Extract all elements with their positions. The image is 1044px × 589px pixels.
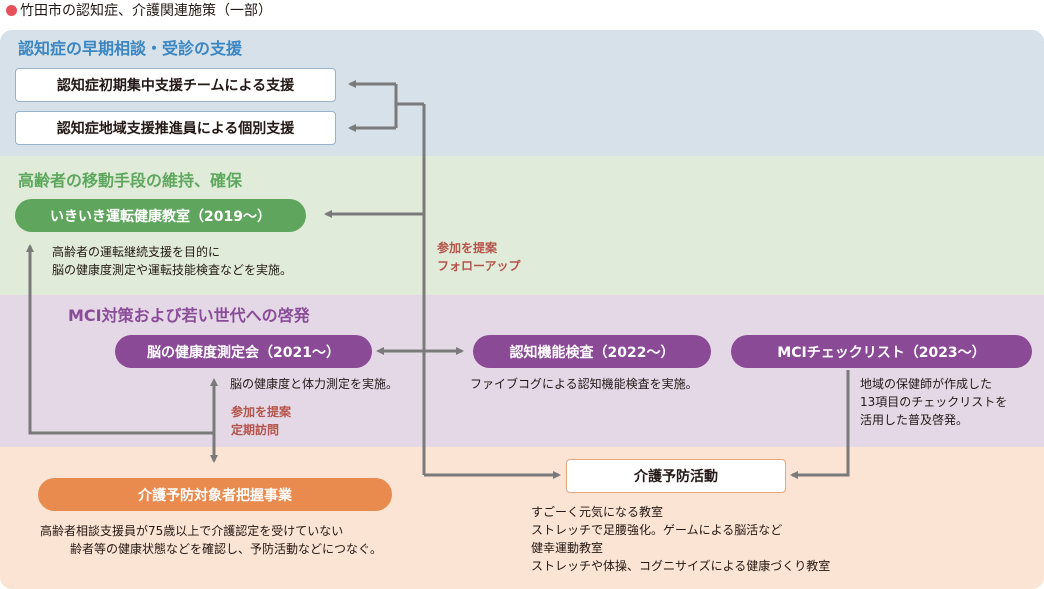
desc-mci-line: 活用した普及啓発。 <box>860 413 969 427</box>
pill-mci-checklist: MCIチェックリスト（2023〜） <box>731 335 1032 368</box>
box-care-prevention-activity-label: 介護予防活動 <box>634 469 718 485</box>
desc-care-target-line: 高齢者相談支援員が75歳以上で介護認定を受けていない <box>40 524 344 538</box>
box-care-prevention-activity: 介護予防活動 <box>566 459 786 493</box>
bullet-dot-icon <box>6 5 17 16</box>
page-title-text: 竹田市の認知症、介護関連施策（一部） <box>20 3 272 19</box>
pill-brain-health-test: 脳の健康度測定会（2021〜） <box>115 335 372 368</box>
note-suggest-followup: 参加を提案 フォローアップ <box>437 239 521 275</box>
desc-mci-line: 地域の保健師が作成した <box>860 377 993 391</box>
pill-cognitive-test-label: 認知機能検査（2022〜） <box>509 344 675 361</box>
note-line: 定期訪問 <box>231 423 280 437</box>
desc-care-target-survey: 高齢者相談支援員が75歳以上で介護認定を受けていない 齢者等の健康状態などを確認… <box>40 522 382 558</box>
box-initial-support-team-label: 認知症初期集中支援チームによる支援 <box>56 78 295 94</box>
page-title: 竹田市の認知症、介護関連施策（一部） <box>6 2 272 20</box>
desc-activity-line: ストレッチで足腰強化。ゲームによる脳活など <box>531 523 783 537</box>
note-suggest-visits: 参加を提案 定期訪問 <box>231 403 291 439</box>
desc-care-prevention-activity: すごーく元気になる教室 ストレッチで足腰強化。ゲームによる脳活など 健幸運動教室… <box>531 503 830 575</box>
note-line: フォローアップ <box>437 259 521 273</box>
desc-driving-class-line: 脳の健康度測定や運転技能検査などを実施。 <box>52 263 293 277</box>
desc-driving-class: 高齢者の運転継続支援を目的に 脳の健康度測定や運転技能検査などを実施。 <box>52 243 292 279</box>
box-initial-support-team: 認知症初期集中支援チームによる支援 <box>15 68 336 102</box>
section-title-blue: 認知症の早期相談・受診の支援 <box>18 39 243 58</box>
desc-activity-line: 健幸運動教室 <box>531 541 604 555</box>
pill-mci-checklist-label: MCIチェックリスト（2023〜） <box>777 344 986 361</box>
pill-brain-health-test-label: 脳の健康度測定会（2021〜） <box>147 344 340 361</box>
note-line: 参加を提案 <box>231 405 292 419</box>
pill-driving-health-class: いきいき運転健康教室（2019〜） <box>15 199 306 232</box>
pill-driving-health-class-label: いきいき運転健康教室（2019〜） <box>50 208 271 225</box>
box-regional-promoter-label: 認知症地域支援推進員による個別支援 <box>56 121 295 137</box>
desc-mci-checklist: 地域の保健師が作成した 13項目のチェックリストを 活用した普及啓発。 <box>860 375 1007 429</box>
pill-cognitive-test: 認知機能検査（2022〜） <box>473 335 711 368</box>
box-regional-promoter: 認知症地域支援推進員による個別支援 <box>15 111 336 145</box>
pill-care-target-survey-label: 介護予防対象者把握事業 <box>138 487 292 504</box>
note-line: 参加を提案 <box>437 241 498 255</box>
desc-driving-class-line: 高齢者の運転継続支援を目的に <box>52 245 221 259</box>
desc-activity-line: すごーく元気になる教室 <box>531 505 664 519</box>
desc-activity-line: ストレッチや体操、コグニサイズによる健康づくり教室 <box>531 559 831 573</box>
section-title-purple: MCI対策および若い世代への啓発 <box>68 306 310 325</box>
desc-cognitive-test: ファイブコグによる認知機能検査を実施。 <box>470 377 698 391</box>
desc-care-target-line: 齢者等の健康状態などを確認し、予防活動などにつなぐ。 <box>70 542 383 556</box>
desc-brain-health: 脳の健康度と体力測定を実施。 <box>230 377 399 391</box>
pill-care-target-survey: 介護予防対象者把握事業 <box>38 478 392 511</box>
desc-mci-line: 13項目のチェックリストを <box>860 395 1008 409</box>
section-title-green: 高齢者の移動手段の維持、確保 <box>18 171 243 190</box>
section-care-prevention <box>0 447 1044 589</box>
